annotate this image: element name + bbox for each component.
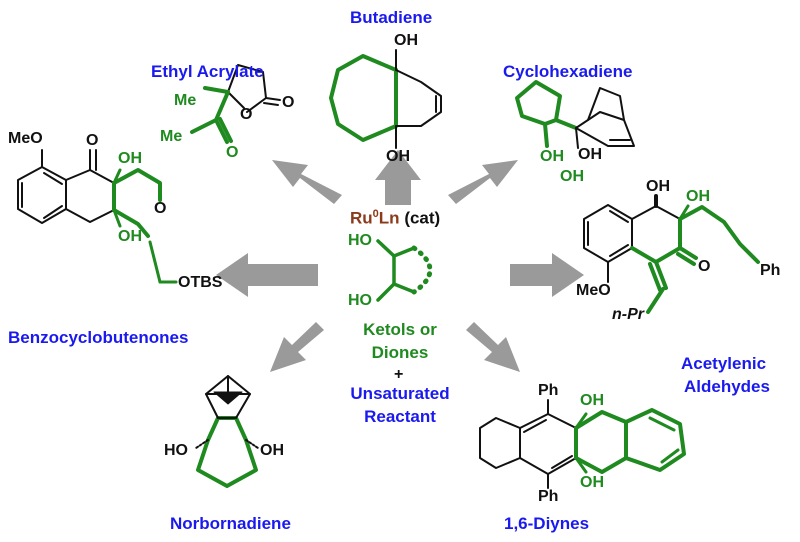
arrow-up-right <box>448 160 518 204</box>
label-cyclohexadiene: Cyclohexadiene <box>503 62 633 81</box>
acet-oh-top: OH <box>646 178 670 195</box>
benzo-ring-o: O <box>154 200 167 217</box>
benzo-oh-top: OH <box>118 150 142 167</box>
reaction-arrows <box>216 150 584 372</box>
center-ho-top: HO <box>348 232 372 249</box>
diynes-ph-top: Ph <box>538 382 559 399</box>
norb-ho: HO <box>164 442 188 459</box>
partner-line-1: Unsaturated <box>350 384 450 403</box>
acetylenic-aldehydes-product <box>583 194 760 314</box>
partner-line-2: Reactant <box>364 407 436 426</box>
arrow-right <box>510 253 584 297</box>
label-diynes: 1,6-Diynes <box>504 514 590 533</box>
label-benzocyclobutenones: Benzocyclobutenones <box>8 328 189 347</box>
benzo-ketone-o: O <box>86 132 99 149</box>
cyclohex-oh-3: OH <box>560 168 584 185</box>
acet-npr: n-Pr <box>612 306 644 323</box>
arrow-up-left <box>272 160 342 204</box>
center-ketol-structure <box>376 239 433 302</box>
plus-sign: + <box>394 366 404 383</box>
catalyst-oxidation-state: 0 <box>372 208 379 220</box>
ethyl-me-top: Me <box>174 92 197 109</box>
diynes-product <box>479 399 686 489</box>
reactant-line-2: Diones <box>371 343 429 362</box>
label-acetylenic-1: Acetylenic <box>681 354 767 373</box>
ethyl-carbonyl-o: O <box>282 94 295 111</box>
benzo-oh-bottom: OH <box>118 228 142 245</box>
benzo-otbs: OTBS <box>178 274 223 291</box>
catalyst-ru: Ru <box>350 208 373 228</box>
label-norbornadiene: Norbornadiene <box>170 514 291 533</box>
ethyl-ring-o: O <box>240 106 253 123</box>
label-acetylenic-2: Aldehydes <box>684 377 770 396</box>
diynes-oh-top: OH <box>580 392 604 409</box>
label-butadiene: Butadiene <box>350 8 433 27</box>
ethyl-me-bottom: Me <box>160 128 183 145</box>
butadiene-oh-top: OH <box>394 32 418 49</box>
center-ho-bottom: HO <box>348 292 372 309</box>
acet-ketone-o: O <box>698 258 711 275</box>
label-ethyl-acrylate: Ethyl Acrylate <box>151 62 264 81</box>
ethyl-acrylate-product <box>190 64 281 144</box>
catalyst-ligand: Ln <box>378 208 400 228</box>
acet-meo: MeO <box>576 282 611 299</box>
cyclohex-oh-2: OH <box>540 148 564 165</box>
reactant-line-1: Ketols or <box>363 320 437 339</box>
arrow-down-right <box>466 322 520 372</box>
arrow-up <box>375 150 421 205</box>
acet-ph: Ph <box>760 262 781 279</box>
catalyst-label: Ru0Ln (cat) <box>350 208 440 229</box>
norb-oh: OH <box>260 442 284 459</box>
benzo-meo: MeO <box>8 130 43 147</box>
diynes-ph-bottom: Ph <box>538 488 559 505</box>
butadiene-product <box>329 49 442 149</box>
catalyst-cat: (cat) <box>404 208 441 228</box>
cyclohexadiene-product <box>515 80 635 149</box>
butadiene-oh-bottom: OH <box>386 148 410 165</box>
diynes-oh-bottom: OH <box>580 474 604 491</box>
ethyl-ketone-o: O <box>226 144 239 161</box>
acet-oh-right: OH <box>686 188 710 205</box>
norbornadiene-product <box>195 375 259 488</box>
cyclohex-oh-1: OH <box>578 146 602 163</box>
arrow-down-left <box>270 322 324 372</box>
arrow-left <box>216 253 318 297</box>
benzocyclobutenones-product <box>17 149 178 284</box>
